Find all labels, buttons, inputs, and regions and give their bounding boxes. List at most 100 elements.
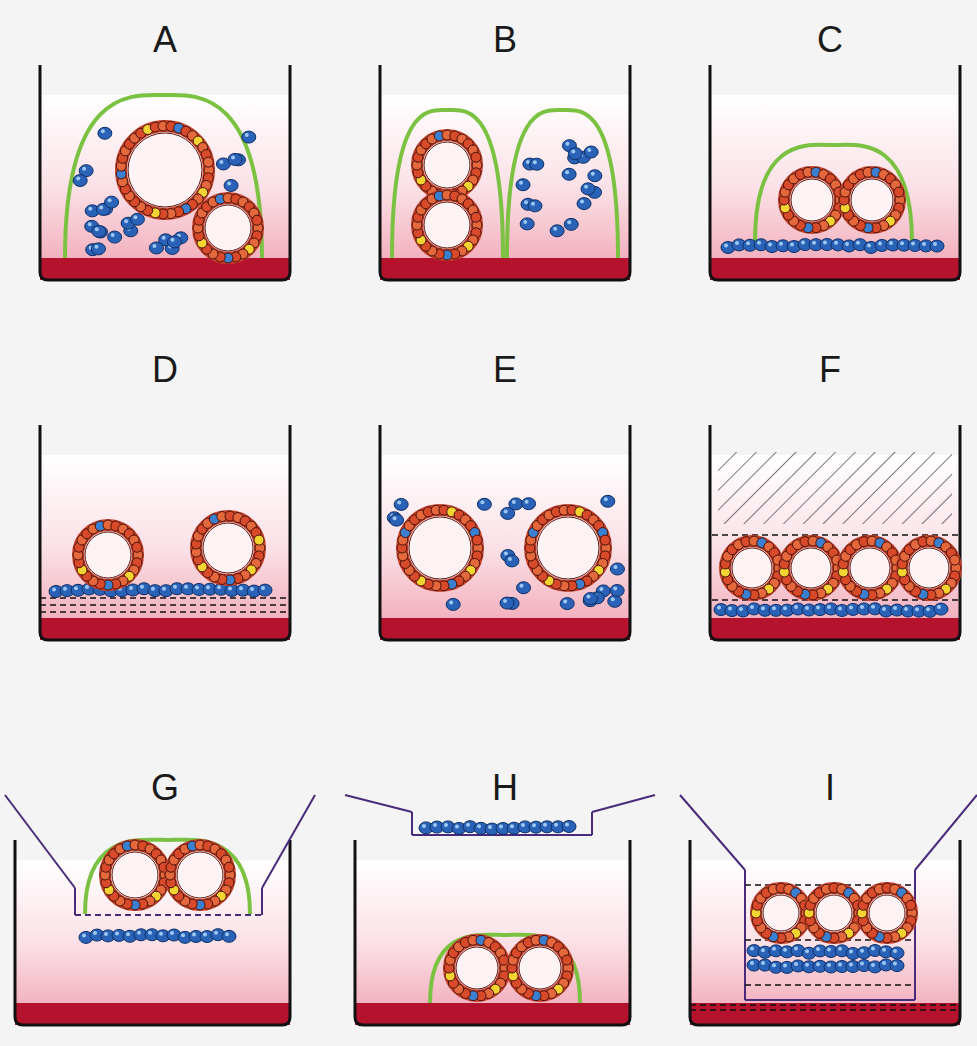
insert-wall <box>345 795 412 812</box>
epithelial-cell <box>906 900 916 910</box>
cell-nucleus <box>567 220 571 224</box>
cell-nucleus <box>565 142 569 146</box>
cell-nucleus <box>772 606 776 610</box>
stromal-cell <box>168 236 182 248</box>
cell-nucleus <box>882 607 886 611</box>
panel-letter: I <box>825 770 835 806</box>
well-bottom <box>40 618 290 640</box>
well-bottom <box>380 258 630 280</box>
organoid-lumen <box>851 179 893 221</box>
cell-nucleus <box>849 605 853 609</box>
stromal-cell <box>588 170 602 182</box>
panel-letter: G <box>151 770 179 806</box>
cell-nucleus <box>794 962 798 966</box>
organoid-lumen <box>519 947 561 989</box>
cell-nucleus <box>203 933 207 937</box>
cell-nucleus <box>531 202 535 206</box>
well-bottom <box>710 258 960 280</box>
cell-nucleus <box>195 585 199 589</box>
stromal-cell <box>562 821 576 833</box>
organoid-ring <box>449 940 505 996</box>
cell-nucleus <box>860 949 864 953</box>
epithelial-cell <box>203 157 213 167</box>
organoid-ring <box>784 172 840 228</box>
cell-nucleus <box>904 607 908 611</box>
stromal-cell <box>394 498 408 510</box>
cell-nucleus <box>823 241 827 245</box>
cell-nucleus <box>192 932 196 936</box>
cell-nucleus <box>519 181 523 185</box>
cell-nucleus <box>217 585 221 589</box>
cell-nucleus <box>74 586 78 590</box>
organoid-ring <box>530 510 606 586</box>
cell-nucleus <box>849 963 853 967</box>
culture-well <box>710 65 960 280</box>
cell-nucleus <box>63 587 67 591</box>
stromal-cell <box>258 584 272 596</box>
epithelial-cell <box>472 535 482 545</box>
stromal-cell <box>73 175 87 187</box>
cell-nucleus <box>525 500 529 504</box>
organoid-lumen <box>203 523 253 573</box>
stromal-cell <box>930 240 944 252</box>
cell-nucleus <box>104 932 108 936</box>
organoid-lumen <box>409 517 471 579</box>
epithelial-cell <box>894 187 904 197</box>
cell-nucleus <box>801 241 805 245</box>
insert-wall <box>744 870 746 1000</box>
stromal-cell <box>528 200 542 212</box>
culture-medium <box>380 95 630 280</box>
cell-nucleus <box>783 606 787 610</box>
cell-nucleus <box>933 242 937 246</box>
cell-nucleus <box>85 585 89 589</box>
cell-nucleus <box>565 823 569 827</box>
culture-medium <box>380 455 630 640</box>
stromal-cell <box>583 593 597 605</box>
organoid-lumen <box>850 548 890 588</box>
cell-nucleus <box>805 949 809 953</box>
cell-nucleus <box>504 509 508 513</box>
culture-well <box>40 425 290 640</box>
cell-nucleus <box>599 587 603 591</box>
stromal-cell <box>390 514 404 526</box>
stromal-cell <box>105 196 119 208</box>
epithelial-cell <box>950 555 960 565</box>
organoid-lumen <box>128 133 202 207</box>
insert-membrane <box>75 914 262 916</box>
cell-nucleus <box>137 931 141 935</box>
insert-wall <box>591 812 593 835</box>
cell-nucleus <box>126 932 130 936</box>
stromal-cell <box>91 243 105 255</box>
stromal-cell <box>477 498 491 510</box>
cell-nucleus <box>772 963 776 967</box>
cell-nucleus <box>790 243 794 247</box>
cell-nucleus <box>52 587 56 591</box>
organoid-lumen <box>909 548 949 588</box>
cell-nucleus <box>838 947 842 951</box>
cell-nucleus <box>779 242 783 246</box>
cell-nucleus <box>838 606 842 610</box>
organoid-lumen <box>424 142 470 188</box>
panel-letter: C <box>817 22 843 58</box>
insert-wall <box>5 795 75 888</box>
well-bottom <box>710 618 960 640</box>
cell-nucleus <box>571 150 575 154</box>
cell-nucleus <box>554 823 558 827</box>
cell-nucleus <box>184 585 188 589</box>
cell-nucleus <box>508 557 512 561</box>
stromal-cell <box>610 563 624 575</box>
cell-nucleus <box>611 597 615 601</box>
matrix-dome <box>85 840 250 914</box>
cell-nucleus <box>794 605 798 609</box>
cell-nucleus <box>580 200 584 204</box>
stromal-cell <box>98 127 112 139</box>
stromal-cell <box>242 131 256 143</box>
cell-nucleus <box>480 500 484 504</box>
cell-nucleus <box>171 238 175 242</box>
cell-nucleus <box>140 585 144 589</box>
cell-nucleus <box>521 823 525 827</box>
cell-nucleus <box>724 243 728 247</box>
epithelial-cell <box>562 955 572 965</box>
cell-nucleus <box>882 948 886 952</box>
